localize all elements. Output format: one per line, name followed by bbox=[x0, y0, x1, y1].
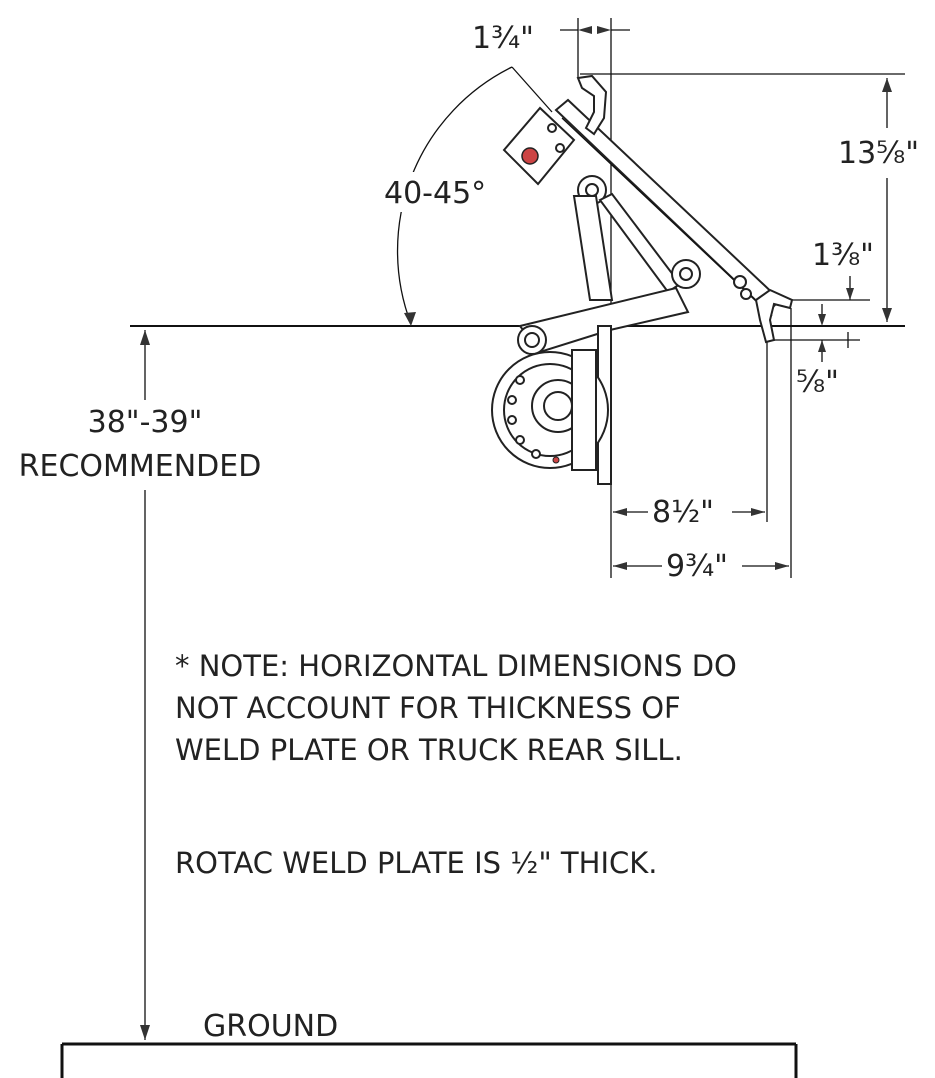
lower-pivot-pin bbox=[679, 267, 693, 281]
angle-leader bbox=[511, 66, 553, 113]
mount-height-note: RECOMMENDED bbox=[19, 449, 262, 484]
angle-arrow-bottom bbox=[404, 312, 416, 326]
reach-long-arrow-left bbox=[613, 562, 627, 570]
reach-long-arrow-right bbox=[775, 562, 789, 570]
mount-height-value: 38"-39" bbox=[88, 405, 203, 440]
gladhand-bolt-2 bbox=[555, 143, 565, 153]
plate-bolt bbox=[733, 275, 747, 289]
height-label-mask bbox=[835, 128, 935, 178]
drum-bolt bbox=[515, 375, 525, 385]
lip-rise-arrow-2 bbox=[818, 314, 826, 326]
lip-drop-value: ⅝" bbox=[796, 365, 839, 400]
weld-plate-note: ROTAC WELD PLATE IS ½" THICK. bbox=[175, 846, 658, 880]
reach-short-arrow-right bbox=[751, 508, 765, 516]
angle-label-mask bbox=[380, 172, 490, 212]
drum-fitting bbox=[552, 456, 560, 464]
top-offset-arrow-2 bbox=[597, 26, 611, 34]
drum-bolt-2 bbox=[507, 395, 517, 405]
height-value: 13⅝" bbox=[838, 136, 919, 171]
lip-drop-arrow bbox=[818, 340, 826, 352]
plate-bolt-2 bbox=[740, 288, 752, 300]
lip-rise-value: 1⅜" bbox=[812, 238, 874, 273]
top-offset-arrow bbox=[578, 26, 592, 34]
gladhand-bolt bbox=[547, 123, 557, 133]
upper-pivot-pin bbox=[585, 183, 599, 197]
reach-short-value: 8½" bbox=[652, 495, 714, 530]
drum-bolt-5 bbox=[531, 449, 541, 459]
drum-bolt-3 bbox=[507, 415, 517, 425]
drum-bolt-4 bbox=[515, 435, 525, 445]
mechanism-illustration bbox=[491, 74, 794, 485]
reach-long-value: 9¾" bbox=[666, 549, 728, 584]
bottom-lip-hook bbox=[754, 288, 794, 344]
top-hook bbox=[576, 74, 608, 136]
height-arrow-top bbox=[882, 78, 892, 92]
note-line-3: WELD PLATE OR TRUCK REAR SILL. bbox=[175, 733, 683, 767]
angle-value: 40-45° bbox=[384, 176, 486, 211]
arm-pivot-pin bbox=[524, 332, 540, 348]
ground-label: GROUND bbox=[203, 1009, 338, 1044]
actuator-center bbox=[543, 391, 573, 421]
mount-height-arrow-bottom bbox=[140, 1025, 150, 1040]
note-line-1: * NOTE: HORIZONTAL DIMENSIONS DO bbox=[175, 649, 737, 683]
actuator-housing bbox=[571, 349, 597, 471]
reach-short-arrow-left bbox=[613, 508, 627, 516]
mount-height-arrow-top bbox=[140, 330, 150, 345]
note-line-2: NOT ACCOUNT FOR THICKNESS OF bbox=[175, 691, 681, 725]
gladhand-port bbox=[521, 147, 539, 165]
lip-rise-arrow bbox=[846, 288, 854, 300]
height-arrow-bottom bbox=[882, 308, 892, 322]
top-offset-value: 1¾" bbox=[472, 21, 534, 56]
vertical-link bbox=[572, 195, 614, 301]
mount-height-label-mask bbox=[60, 400, 230, 490]
